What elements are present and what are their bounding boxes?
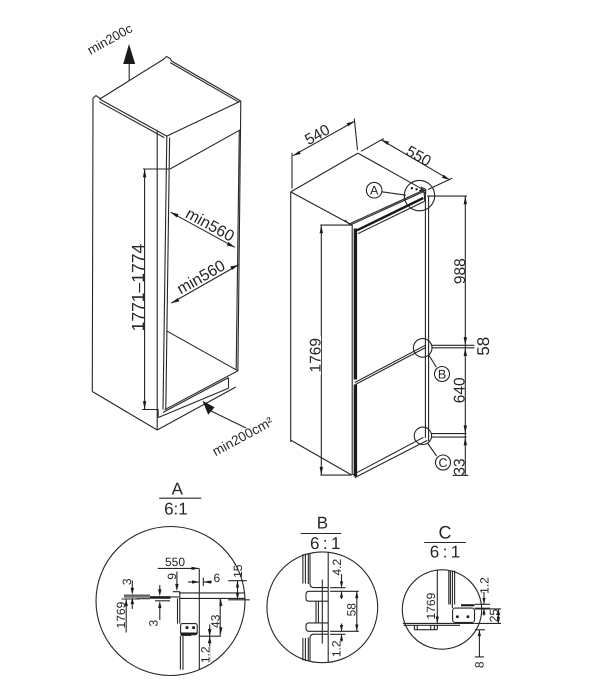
- svg-text:C: C: [439, 523, 452, 543]
- svg-text:6: 6: [213, 571, 220, 585]
- svg-text:1769: 1769: [424, 592, 438, 619]
- svg-text:988: 988: [452, 258, 469, 284]
- svg-text:1769: 1769: [307, 338, 324, 372]
- svg-text:6 : 1: 6 : 1: [310, 534, 340, 553]
- svg-text:1771–1774: 1771–1774: [128, 244, 148, 332]
- svg-text:1.2: 1.2: [477, 577, 491, 594]
- svg-text:A: A: [370, 184, 379, 198]
- svg-text:550: 550: [165, 555, 185, 569]
- svg-text:43: 43: [209, 614, 223, 628]
- svg-text:1769: 1769: [114, 601, 128, 628]
- svg-text:640: 640: [451, 377, 468, 403]
- svg-text:6:1: 6:1: [164, 499, 188, 518]
- svg-text:8: 8: [473, 661, 487, 668]
- svg-text:58: 58: [345, 603, 359, 617]
- svg-text:C: C: [438, 456, 447, 470]
- svg-text:9: 9: [165, 573, 179, 580]
- svg-text:1.2: 1.2: [329, 640, 343, 657]
- svg-text:4.2: 4.2: [330, 559, 344, 576]
- svg-text:58: 58: [474, 337, 493, 356]
- svg-text:15: 15: [231, 564, 245, 578]
- svg-text:3: 3: [147, 620, 161, 627]
- svg-text:A: A: [172, 480, 184, 499]
- svg-text:6 : 1: 6 : 1: [430, 543, 460, 562]
- svg-text:B: B: [317, 513, 328, 532]
- svg-text:33: 33: [451, 458, 468, 475]
- svg-text:1.2: 1.2: [198, 646, 212, 663]
- svg-text:3: 3: [120, 578, 134, 585]
- svg-text:B: B: [438, 368, 446, 382]
